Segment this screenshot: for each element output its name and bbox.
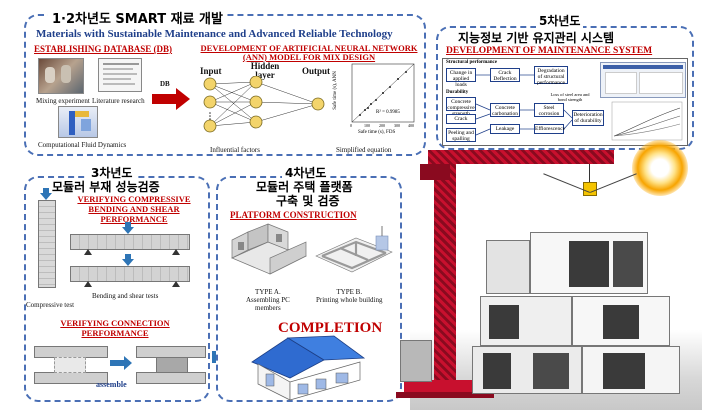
box-crack-deflection: Crack Deflection [490,68,520,82]
module-lower-left [472,346,582,394]
platform-title: PLATFORM CONSTRUCTION [230,210,357,220]
verify-connection-title: VERIFYING CONNECTION PERFORMANCE [30,318,200,338]
cfd-image [58,106,98,138]
sun-icon [632,140,688,196]
panel3-title-line1: 3차년도 [88,164,136,181]
crane-cable [589,164,590,184]
plot-tick-1: 100 [364,123,370,128]
module-upper-right [572,296,670,346]
crane-base [404,380,484,394]
literature-document [98,58,142,92]
verify-compressive-title: VERIFYING COMPRESSIVE BENDING AND SHEAR … [64,194,204,224]
panel5-title-line1: 5차년도 [536,12,584,29]
plot-xlabel: Safe time (s), FDS [358,130,396,135]
box-efflorescence: Efflorescence [534,124,566,134]
module-upper-left [480,296,572,346]
completed-house-image [251,335,366,401]
panel1-title: 1·2차년도 SMART 재료 개발 [48,8,227,27]
mixing-label: Mixing experiment [36,97,90,105]
box-steel-corrosion: Steel corrosion [534,103,564,117]
panel3-title-line2: 모듈러 부재 성능검증 [52,180,160,194]
type-b-label: TYPE B. Printing whole building [316,288,383,304]
crane-counterweight [420,164,450,180]
panel5-title-line2: 지능정보 기반 유지관리 시스템 [458,31,615,45]
influential-label: Influential factors [210,146,260,154]
box-crack: Crack [446,114,476,124]
crane-mast [434,150,456,390]
support-1 [84,249,92,255]
box-change-loads: Change in applied loads [446,68,476,88]
crane-outrigger [396,392,494,398]
plot-tick-3: 300 [394,123,400,128]
verify-connection-text: VERIFYING CONNECTION PERFORMANCE [60,318,170,338]
bending-arrow-bottom-icon [122,254,134,266]
compressive-arrow-icon [40,188,52,200]
bending-arrow-top-icon [122,222,134,234]
ann-input-label: Input [200,66,222,76]
ann-network-diagram [203,76,325,133]
bending-label: Bending and shear tests [92,292,159,300]
lifted-module [530,232,648,294]
box-leakage: Leakage [490,124,520,134]
crane-jib [428,150,614,164]
box-loss-steel: Loss of steel area and bond strength [550,92,590,102]
connection-after-filled [156,357,188,373]
crane-block [400,340,432,382]
db-arrow-label: DB [160,80,170,88]
plot-ylabel: Safe time (s), ANN [332,71,338,110]
support-3 [84,281,92,287]
literature-label: Literature research [92,97,145,105]
support-4 [172,281,180,287]
box-carbonation: Concrete carbonation [490,103,520,117]
ann-hidden-text: Hidden layer [250,61,280,80]
box-degradation: Degradation of structural performance [534,66,568,86]
bending-slab-1 [70,234,190,250]
box-deterioration: Deterioration of durability [572,110,604,126]
compressive-label: Compressive test [26,301,75,309]
connection-after-bottom [136,372,206,384]
plot-tick-4: 400 [408,123,414,128]
module-lower-right [582,346,680,394]
maintenance-software-screenshot [600,62,686,98]
connection-before-gap [54,357,86,373]
simplified-label: Simplified equation [336,146,392,154]
ann-output-label: Output [302,66,331,76]
panel4-title-line2: 모듈러 주택 플랫폼 [256,180,353,194]
compressive-test-column [38,200,56,288]
type-b-model-image [315,226,393,273]
completion-label: COMPLETION [278,320,383,336]
support-2 [172,249,180,255]
verify-compressive-text: VERIFYING COMPRESSIVE BENDING AND SHEAR … [77,194,191,224]
type-a-label: TYPE A. Assembling PC members [246,288,290,312]
panel4-title-line3: 구축 및 검증 [276,194,340,208]
cfd-label: Computational Fluid Dynamics [38,141,127,149]
durability-curves-chart [611,101,683,141]
ann-title: DEVELOPMENT OF ARTIFICIAL NEURAL NETWORK… [196,44,422,62]
ann-title-text: DEVELOPMENT OF ARTIFICIAL NEURAL NETWORK… [200,43,418,62]
box-peeling: Peeling and spalling [446,128,476,142]
mixing-photo [38,58,84,94]
type-a-model-image [231,223,307,275]
maintenance-title: DEVELOPMENT OF MAINTENANCE SYSTEM [446,46,653,56]
lifted-module-side [486,240,530,294]
ann-hidden-label: Hidden layer [250,62,280,80]
maintenance-arrows [475,74,573,136]
plot-r2-label: R² = 0.9985 [376,110,400,115]
structural-label: Structural performance [446,60,497,65]
durability-label: Durability [446,90,469,95]
db-title: ESTABLISHING DATABASE (DB) [34,44,173,54]
plot-tick-0: 0 [350,123,352,128]
crane-sling-right [590,173,637,193]
panel4-title-line1: 4차년도 [282,164,330,181]
ann-scatter-plot: R² = 0.9985 Safe time (s), FDS Safe time… [333,60,418,140]
assemble-arrow-icon [110,356,132,370]
db-arrow-icon [152,88,190,110]
panel1-subtitle: Materials with Sustainable Maintenance a… [36,28,393,40]
bending-slab-2 [70,266,190,282]
plot-tick-2: 200 [379,123,385,128]
assemble-label: assemble [96,380,127,389]
